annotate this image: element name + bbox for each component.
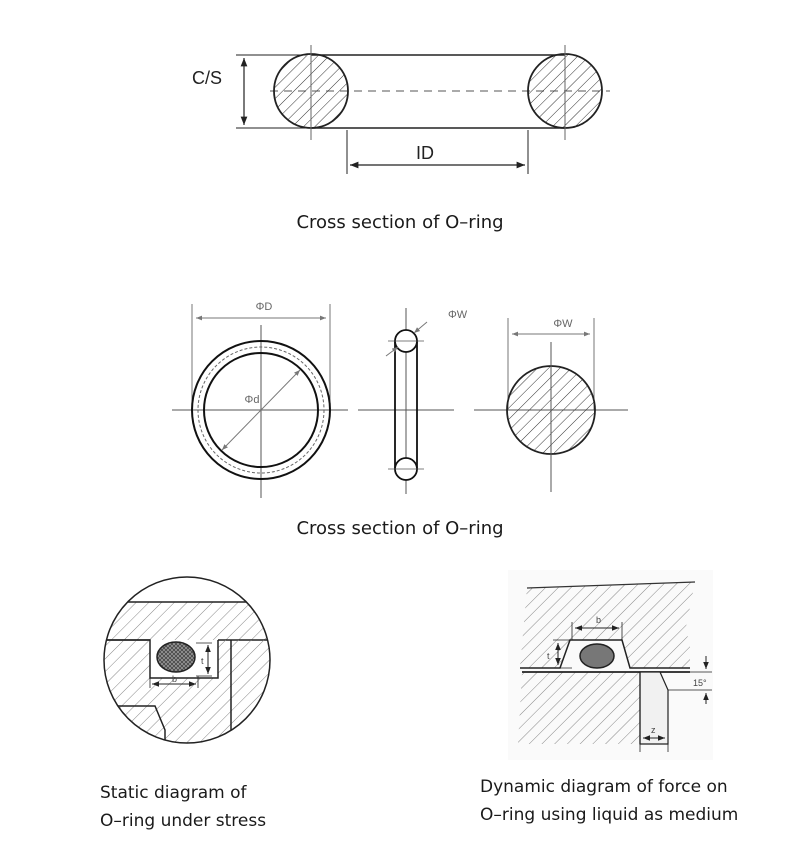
right-cross-section xyxy=(527,45,603,140)
caption-dynamic-line2: O–ring using liquid as medium xyxy=(480,805,738,825)
oring-side-view: C/S ID xyxy=(192,45,610,174)
outer-diameter-label: ΦD xyxy=(256,301,273,313)
static-b-label: b xyxy=(172,674,177,684)
dynamic-angle-label: 15° xyxy=(693,678,707,688)
left-cross-section xyxy=(273,45,349,140)
cs-label: C/S xyxy=(192,68,222,88)
ring-front-view: ΦD Φd xyxy=(172,301,348,498)
static-stress-diagram: t b xyxy=(103,576,271,744)
caption-dynamic-line1: Dynamic diagram of force on xyxy=(480,777,728,797)
dynamic-t-label: t xyxy=(547,651,550,661)
id-dimension: ID xyxy=(346,130,529,174)
cs-dimension: C/S xyxy=(192,54,306,129)
width-label-cross: ΦW xyxy=(553,318,573,330)
caption-static-line1: Static diagram of xyxy=(100,783,248,803)
caption-cross-section-2: Cross section of O–ring xyxy=(296,518,503,539)
inner-diameter-label: Φd xyxy=(245,394,260,406)
ring-cross-section-view: ΦW xyxy=(474,318,628,492)
width-label-side: ΦW xyxy=(448,309,468,321)
ring-side-view: ΦW xyxy=(358,308,468,494)
caption-cross-section-1: Cross section of O–ring xyxy=(296,212,503,233)
dynamic-force-diagram: b t 15° z xyxy=(508,570,713,760)
id-label: ID xyxy=(416,143,434,163)
static-t-label: t xyxy=(201,656,204,666)
dynamic-z-label: z xyxy=(651,725,656,735)
dynamic-b-label: b xyxy=(596,615,601,625)
caption-static-line2: O–ring under stress xyxy=(100,811,266,831)
